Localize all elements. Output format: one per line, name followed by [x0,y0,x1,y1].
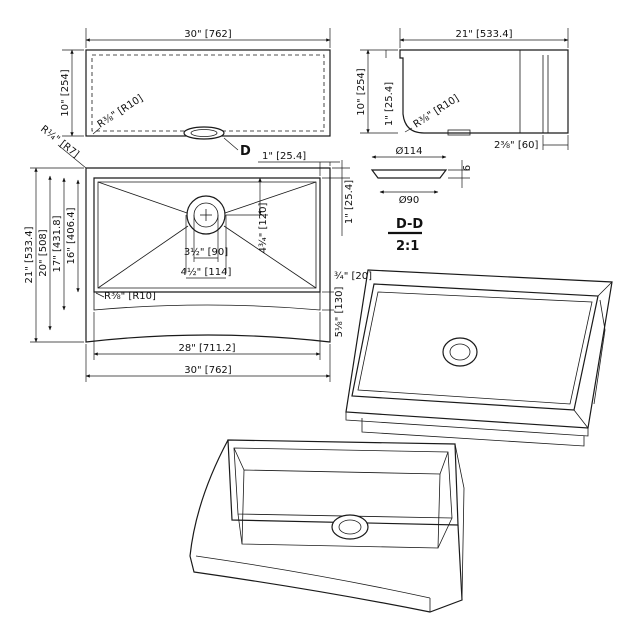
overall-depth-label: 21" [533.4] [24,226,35,283]
top-rim-label: 1" [25.4] [262,151,306,162]
drain-section-detail: Ø114 Ø90 6 D-D 2:1 [370,145,473,254]
front-view-outline [85,49,331,137]
drain-flange-label: 4½" [114] [181,266,232,278]
section-leader [223,137,239,151]
isometric-view-bottom [189,439,465,613]
front-view-drain-inner [190,129,218,137]
apron-top-label: ¾" [20] [334,271,372,282]
iso1-front-edge [345,412,589,437]
iso1-corner-lines [573,281,613,429]
drain-thickness-label: 6 [462,165,473,171]
iso2-apron-front [189,439,463,613]
iso2-wall-edges [233,447,453,549]
iso2-drain [331,514,369,540]
side-offset-label: 2⅜" [60] [494,140,538,151]
apron-height-label: 5⅛" [130] [334,287,345,338]
iso1-right-wall [593,299,606,405]
iso1-drain-inner [449,343,471,361]
side-height-label: 10" [254] [356,68,367,115]
side-depth-label: 21" [533.4] [456,29,513,40]
section-marker-d: D [240,144,251,159]
iso2-rim-top [227,439,459,526]
iso1-basin-wall [357,291,593,405]
drain-hole-label: 3½" [90] [184,246,228,258]
drain-inner-label: Ø90 [399,194,420,206]
side-view-outline [399,49,569,134]
slope-line-tr [221,181,317,215]
iso2-drain-inner [338,519,362,535]
side-radius-label: R⅜" [R10] [412,93,462,131]
inner-width-label: 28" [711.2] [179,343,236,354]
basin-depth-label: 20" [508] [38,229,49,276]
section-scale: 2:1 [396,239,419,254]
isometric-view-top [345,269,613,447]
iso2-apron-edge [195,555,431,599]
front-view-drain [183,126,225,140]
drain-outer-label: Ø114 [396,145,423,157]
slope-line-br [223,225,317,289]
side-view-drain [447,129,471,136]
slope-line-tl [97,181,191,215]
bottom-depth-label: 16" [406.4] [66,207,77,264]
side-lip-label: 1" [25.4] [384,82,395,126]
slope-line-bl [97,225,189,289]
top-view: 21" [533.4] 20" [508] 17" [431.8] 16" [4… [24,123,372,382]
top-view-outer-rim [85,167,331,343]
front-radius-leader [92,127,101,135]
side-view: 21" [533.4] 10" [254] 1" [25.4] R⅜" [R10… [356,28,569,151]
drain-offset-label: 4¾" [120] [258,203,269,254]
drain-flange-section [370,169,448,179]
front-view: D 30" [762] 10" [254] R⅜" [R10] [60,28,331,159]
outer-width-label: 30" [762] [184,365,231,376]
iso1-apron-bottom [361,418,585,447]
iso2-right-side [429,443,465,612]
iso2-basin-opening [233,447,453,519]
bottom-radius-leader [95,292,105,298]
side-rim-label: 1" [25.4] [344,180,355,224]
inner-depth-label: 17" [431.8] [52,215,63,272]
bottom-radius-label: R⅜" [R10] [104,291,156,302]
top-view-apron-edge [93,292,321,311]
side-view-apron-lines [519,50,549,133]
iso1-drain [442,337,478,367]
side-radius-leader [404,127,413,133]
front-width-label: 30" [762] [184,29,231,40]
front-view-inner-hidden-line [91,54,325,132]
front-height-label: 10" [254] [60,69,71,116]
corner-radius-label: R¼" [R7] [38,123,81,161]
front-radius-label: R⅜" [R10] [96,93,146,131]
section-title: D-D [396,217,423,232]
corner-radius-leader [57,144,87,169]
